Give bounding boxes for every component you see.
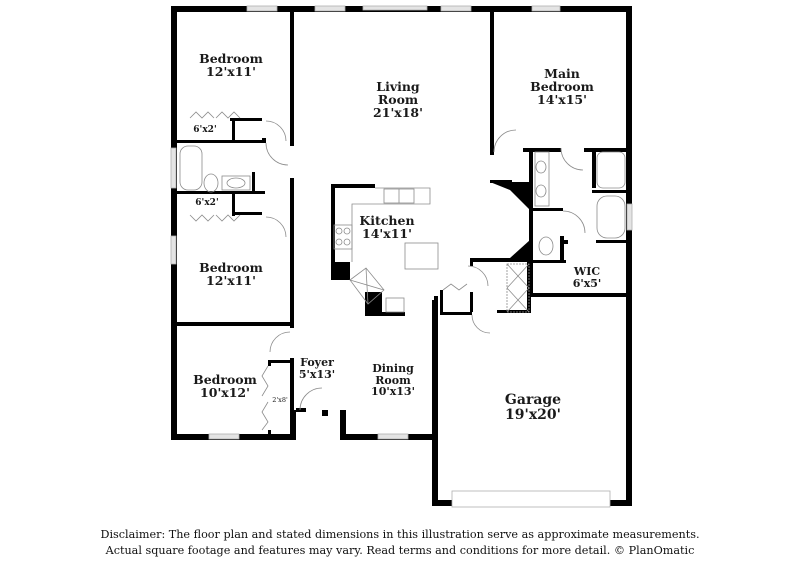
room-label-bedroom-3: Bedroom 12'x11' xyxy=(199,261,263,287)
room-name: WIC xyxy=(573,265,601,278)
room-dimensions: 21'x18' xyxy=(373,105,423,121)
room-label-wic: WIC 6'x5' xyxy=(573,266,602,289)
room-dimensions: 6'x5' xyxy=(572,276,602,290)
room-name-line1: Living xyxy=(376,79,420,94)
room-dimensions: 2'x8' xyxy=(272,396,288,404)
room-label-main-bedroom: Main Bedroom 14'x15' xyxy=(530,66,594,108)
room-label-closet-1: 6'x2' xyxy=(193,125,217,135)
room-label-bedroom-2: Bedroom 12'x11' xyxy=(199,52,263,78)
room-name: Bedroom xyxy=(193,372,257,387)
room-dimensions: 6'x2' xyxy=(193,125,217,135)
room-name-line1: Main xyxy=(544,66,580,81)
room-label-kitchen: Kitchen 14'x11' xyxy=(359,214,414,240)
room-dimensions: 10'x12' xyxy=(200,385,250,401)
room-label-closet-3: 2'x8' xyxy=(272,397,288,404)
room-name: Garage xyxy=(504,392,562,408)
room-name: Bedroom xyxy=(199,51,263,66)
room-dimensions: 12'x11' xyxy=(206,273,256,289)
fixtures xyxy=(179,111,626,431)
room-name: Kitchen xyxy=(359,213,415,228)
room-dimensions: 14'x11' xyxy=(362,226,412,242)
room-name-line2: Bedroom xyxy=(530,79,594,95)
floor-plan-drawing xyxy=(170,5,633,508)
interior-walls xyxy=(171,12,629,436)
room-label-foyer: Foyer 5'x13' xyxy=(299,357,335,380)
room-dimensions: 5'x13' xyxy=(298,367,336,381)
room-name-line2: Room xyxy=(377,92,419,108)
room-name-line1: Dining xyxy=(372,362,414,375)
windows xyxy=(170,5,633,508)
disclaimer: Disclaimer: The floor plan and stated di… xyxy=(0,527,800,558)
room-label-closet-2: 6'x2' xyxy=(195,198,219,208)
room-label-dining-room: Dining Room 10'x13' xyxy=(371,363,415,398)
room-name: Bedroom xyxy=(199,260,263,275)
room-dimensions: 12'x11' xyxy=(206,64,256,80)
disclaimer-line-2: Actual square footage and features may v… xyxy=(105,543,695,557)
room-name-line2: Room xyxy=(375,373,411,387)
room-name: Foyer xyxy=(300,356,334,369)
disclaimer-line-1: Disclaimer: The floor plan and stated di… xyxy=(100,528,700,541)
room-label-garage: Garage 19'x20' xyxy=(505,393,561,422)
room-dimensions: 6'x2' xyxy=(195,198,219,208)
room-dimensions: 14'x15' xyxy=(537,92,587,108)
room-label-bedroom-4: Bedroom 10'x12' xyxy=(193,373,257,399)
room-dimensions: 10'x13' xyxy=(371,385,415,399)
room-dimensions: 19'x20' xyxy=(505,406,561,423)
room-label-living-room: Living Room 21'x18' xyxy=(373,79,423,121)
